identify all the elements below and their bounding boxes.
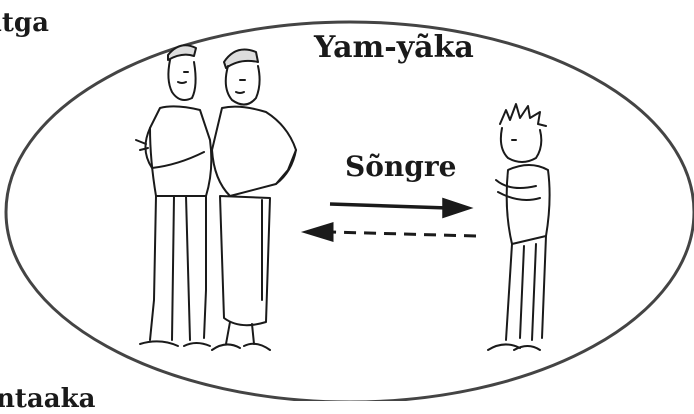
child-figure [487, 103, 551, 351]
bottom-label: ntaaka [0, 384, 96, 414]
scene-drawing [4, 20, 694, 401]
title-label: Yam-yãka [314, 30, 474, 65]
illustration-stage: ıtga Yam-yãka Sõngre ntaaka [0, 8, 694, 414]
adult-figure-1 [135, 44, 213, 347]
group-ellipse [4, 20, 694, 401]
adult-figure-2 [211, 48, 297, 351]
arrow-solid-to-child [329, 197, 474, 219]
left-label: ıtga [0, 8, 49, 38]
arrow-dashed-to-adults [300, 221, 477, 243]
relation-label: Sõngre [345, 150, 457, 183]
